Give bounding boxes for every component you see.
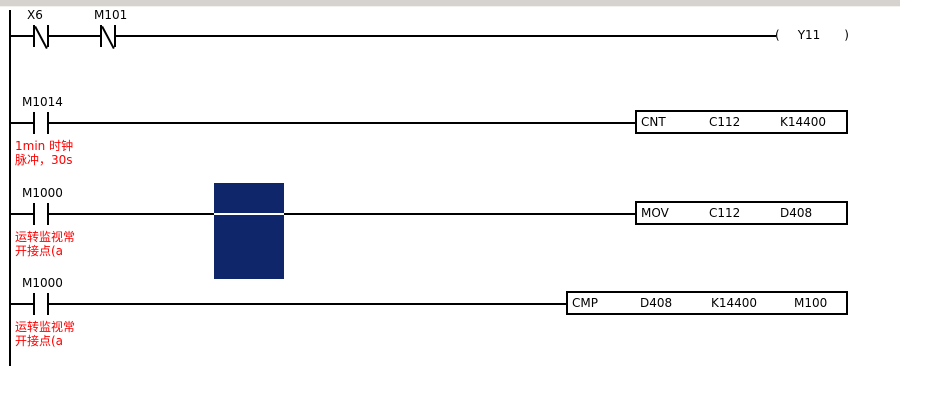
rung-3-wire-segment-a	[10, 213, 33, 215]
contact-x6-normally-closed[interactable]	[33, 25, 49, 50]
instruction-operand-1: C112	[709, 206, 741, 220]
contact-m1014-normally-open[interactable]	[33, 112, 49, 134]
contact-m1000-normally-open-rung3[interactable]	[33, 203, 49, 225]
contact-label-x6: X6	[27, 8, 43, 22]
instruction-mnemonic: MOV	[641, 206, 669, 220]
contact-slash	[101, 25, 115, 50]
contact-label-m101: M101	[94, 8, 128, 22]
selection-highlight-block[interactable]	[214, 183, 284, 279]
instruction-mnemonic: CNT	[641, 115, 666, 129]
contact-bar-left	[33, 25, 35, 47]
annotation-m1000-rung4: 运转监视常 开接点(a	[15, 320, 76, 348]
contact-bar-right	[47, 293, 49, 315]
contact-label-m1014: M1014	[22, 95, 63, 109]
toolbar-edge-highlight	[0, 6, 900, 7]
contact-m1000-normally-open-rung4[interactable]	[33, 293, 49, 315]
instruction-box-cnt[interactable]: CNT C112 K14400	[635, 110, 848, 134]
instruction-operand-1: C112	[709, 115, 741, 129]
contact-bar-right	[114, 25, 116, 47]
coil-close-paren: )	[844, 28, 849, 42]
rung-2-wire-segment-b	[49, 122, 635, 124]
contact-bar-left	[33, 112, 35, 134]
instruction-box-cmp[interactable]: CMP D408 K14400 M100	[566, 291, 848, 315]
toolbar-edge-strip	[0, 0, 900, 6]
contact-bar-left	[33, 203, 35, 225]
rung-4-wire-segment-a	[10, 303, 33, 305]
contact-bar-right	[47, 112, 49, 134]
instruction-operand-3: M100	[794, 296, 828, 310]
left-power-rail	[9, 10, 11, 366]
instruction-operand-2: K14400	[780, 115, 827, 129]
contact-bar-left	[100, 25, 102, 47]
rung-3-wire-segment-b-left	[49, 213, 214, 215]
contact-m101-normally-closed[interactable]	[100, 25, 116, 50]
contact-label-m1000-rung3: M1000	[22, 186, 63, 200]
rung-1-wire-segment-c	[116, 35, 776, 37]
instruction-mnemonic: CMP	[572, 296, 598, 310]
toolbar-edge-right-gap	[900, 0, 933, 7]
annotation-m1000-rung3: 运转监视常 开接点(a	[15, 230, 76, 258]
instruction-operand-1: D408	[640, 296, 673, 310]
instruction-box-mov[interactable]: MOV C112 D408	[635, 201, 848, 225]
output-coil-y11[interactable]: ( Y11)	[775, 28, 849, 42]
contact-slash	[34, 25, 48, 50]
coil-open-paren: (	[775, 28, 780, 42]
contact-bar-left	[33, 293, 35, 315]
rung-4-wire-segment-b	[49, 303, 566, 305]
annotation-m1014: 1min 时钟 脉冲，30s	[15, 139, 74, 167]
rung-1-wire-segment-a	[10, 35, 33, 37]
rung-1-wire-segment-b	[49, 35, 100, 37]
contact-label-m1000-rung4: M1000	[22, 276, 63, 290]
coil-device-label: Y11	[797, 28, 821, 42]
instruction-operand-2: K14400	[711, 296, 758, 310]
rung-2-wire-segment-a	[10, 122, 33, 124]
rung-3-wire-segment-b-right	[284, 213, 635, 215]
contact-bar-right	[47, 25, 49, 47]
instruction-operand-2: D408	[780, 206, 813, 220]
contact-bar-right	[47, 203, 49, 225]
